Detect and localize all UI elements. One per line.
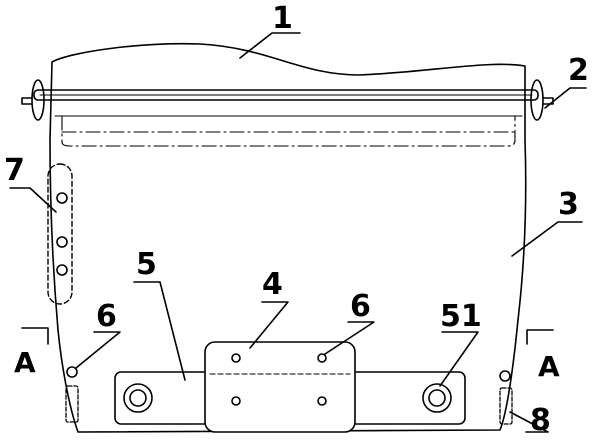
bar-hole-left-inner bbox=[129, 389, 147, 407]
leader-1 bbox=[239, 32, 301, 59]
label-6b: 6 bbox=[350, 289, 371, 324]
leader-3 bbox=[511, 221, 583, 257]
hinge-plate-left bbox=[47, 163, 73, 305]
leader-2 bbox=[544, 87, 587, 109]
leader-7 bbox=[9, 187, 57, 213]
leader-51 bbox=[439, 331, 479, 387]
rod-end-right bbox=[530, 79, 544, 121]
hinge-hole-1 bbox=[56, 192, 68, 204]
bar-hole-left-outer bbox=[123, 383, 153, 413]
side-pad-right bbox=[499, 387, 513, 425]
section-mark-left bbox=[21, 327, 49, 345]
label-6a: 6 bbox=[96, 299, 117, 334]
label-7: 7 bbox=[4, 153, 25, 188]
label-2: 2 bbox=[568, 53, 589, 88]
label-51: 51 bbox=[440, 299, 482, 334]
plate-bolt-br bbox=[317, 396, 327, 406]
bar-hole-right-inner bbox=[428, 389, 446, 407]
hinge-hole-2 bbox=[56, 236, 68, 248]
section-mark-right bbox=[526, 329, 554, 345]
corner-hole-left bbox=[66, 366, 78, 378]
plate-bolt-bl bbox=[231, 396, 241, 406]
rod bbox=[33, 89, 539, 101]
label-5: 5 bbox=[136, 247, 157, 282]
dash-dot-frame bbox=[61, 115, 516, 147]
label-3: 3 bbox=[558, 187, 579, 222]
label-4: 4 bbox=[262, 267, 283, 302]
leader-4 bbox=[249, 301, 289, 349]
leader-8 bbox=[509, 411, 549, 433]
label-1: 1 bbox=[272, 1, 293, 36]
plate-bolt-tl bbox=[231, 353, 241, 363]
center-plate bbox=[204, 341, 356, 433]
label-8: 8 bbox=[530, 403, 551, 438]
rod-end-left bbox=[31, 79, 45, 121]
bar-hole-right-outer bbox=[422, 383, 452, 413]
rod-knob-left bbox=[21, 97, 33, 105]
side-pad-left bbox=[65, 385, 79, 423]
hinge-hole-3 bbox=[56, 264, 68, 276]
section-label-left: A bbox=[14, 346, 36, 379]
body-outline bbox=[49, 42, 527, 433]
plate-bolt-tr bbox=[317, 353, 327, 363]
corner-hole-right bbox=[499, 370, 511, 382]
leader-6a bbox=[75, 331, 121, 369]
section-label-right: A bbox=[538, 350, 560, 383]
leader-6b bbox=[324, 321, 375, 355]
leader-5 bbox=[133, 281, 186, 381]
